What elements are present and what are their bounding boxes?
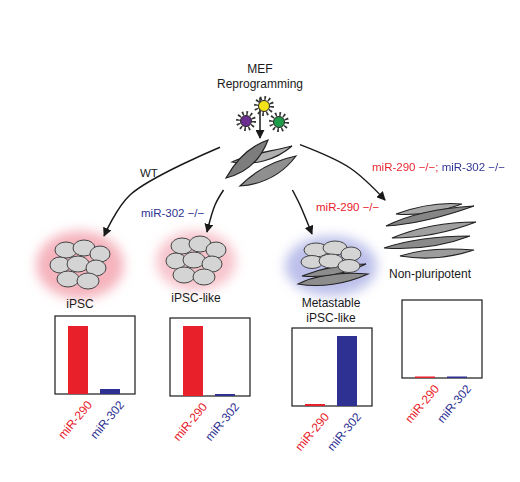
node-label: Non-pluripotent <box>380 267 480 282</box>
source-cells: MEF Reprogramming <box>220 62 300 190</box>
edge-label: WT <box>140 166 158 180</box>
bar-chart <box>55 316 135 394</box>
non-pluripotent-cells <box>384 203 476 258</box>
arrow-connector <box>207 190 224 232</box>
cell-outcome: iPSC <box>35 236 125 312</box>
virus-icons <box>238 98 287 130</box>
edge-label: miR-290 −/−; miR-302 −/− <box>372 160 505 174</box>
node-label: MEF Reprogramming <box>208 62 312 92</box>
fibroblast-cells <box>226 140 296 186</box>
bar-chart <box>292 328 372 406</box>
bar-chart <box>402 300 482 378</box>
ipsc-like-colony <box>156 231 236 291</box>
node-label: iPSC-like <box>150 291 242 306</box>
node-label: Metastable iPSC-like <box>285 296 377 326</box>
metastable-colony <box>285 236 377 296</box>
edge-label: miR-302 −/− <box>141 206 204 220</box>
edge-label: miR-290 −/− <box>316 200 379 214</box>
ipsc-colony <box>36 231 124 299</box>
bar-chart <box>170 318 250 396</box>
cell-outcome: Metastable iPSC-like <box>285 234 377 326</box>
cell-outcome: iPSC-like <box>150 232 242 306</box>
node-label: iPSC <box>35 297 125 312</box>
arrow-connector <box>104 147 220 236</box>
cell-outcome: Non-pluripotent <box>380 200 480 282</box>
arrow-connector <box>292 190 312 234</box>
